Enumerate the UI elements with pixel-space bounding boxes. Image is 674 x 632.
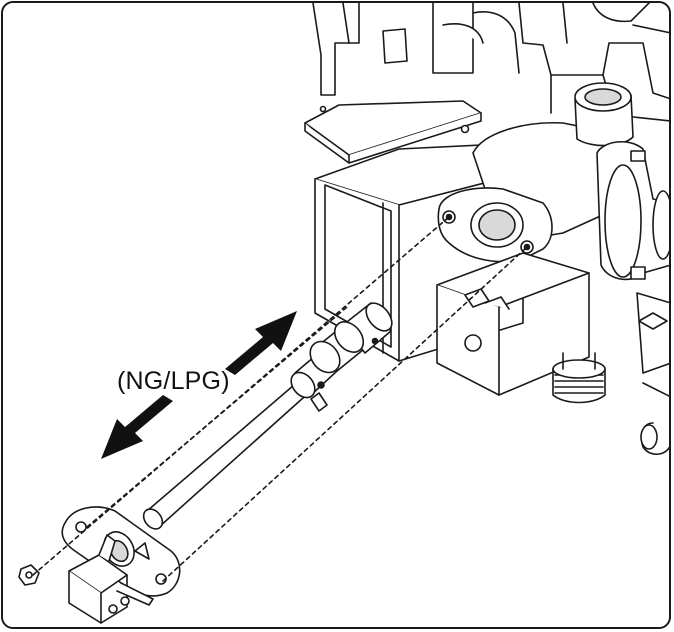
fuel-type-label: (NG/LPG) — [117, 367, 230, 395]
mounting-bracket — [304, 100, 482, 164]
micro-switch — [68, 534, 154, 624]
right-lower-parts — [636, 292, 669, 455]
arrow-in-icon — [225, 311, 297, 375]
threaded-inlet — [552, 352, 606, 404]
exploded-assembly-drawing — [18, 3, 669, 624]
assembly-guide-lines — [32, 216, 528, 582]
arrow-out-icon — [101, 395, 173, 459]
burner-shaft — [142, 302, 393, 530]
upper-housing — [312, 3, 669, 122]
gas-valve-body — [437, 82, 634, 263]
outlet-fitting — [596, 141, 669, 281]
nut — [18, 564, 40, 586]
